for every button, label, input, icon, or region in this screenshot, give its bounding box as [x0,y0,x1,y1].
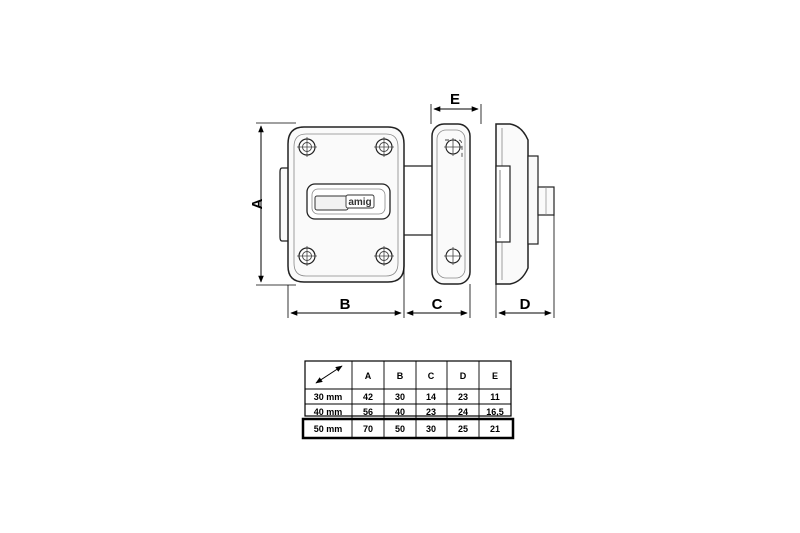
table-row-highlighted: 50 mm 70 50 30 25 21 [314,424,500,434]
screw-hole-top-left [297,137,317,157]
screw-hole-top-right [374,137,394,157]
table-cell: 42 [363,392,373,402]
screw-hole-bottom-right [374,246,394,266]
table-cell: 23 [426,407,436,417]
table-cell: 30 [426,424,436,434]
table-header-a: A [365,371,372,381]
dimension-e: E [430,91,482,124]
table-row: 40 mm 56 40 23 24 16,5 [314,407,504,417]
table-cell: 16,5 [486,407,504,417]
highlighted-row-frame [301,417,515,440]
table-cell: 56 [363,407,373,417]
table-header-c: C [428,371,435,381]
dimension-e-label: E [450,91,460,108]
table-cell: 40 [395,407,405,417]
brand-logo-text: amig [348,197,371,208]
table-cell: 14 [426,392,436,402]
dimension-b: B [287,240,405,318]
table-row-size: 50 mm [314,424,343,434]
table-cell: 70 [363,424,373,434]
dimensions-table: A B C D E 30 mm 42 30 14 23 11 40 mm 56 … [301,360,515,440]
bolt-slot [306,183,391,220]
table-cell: 30 [395,392,405,402]
table-cell: 24 [458,407,468,417]
table-cell: 25 [458,424,468,434]
dimension-d: D [495,215,555,318]
table-cell: 21 [490,424,500,434]
table-cell: 23 [458,392,468,402]
table-cell: 11 [490,392,500,402]
dimension-a-label: A [249,198,266,209]
brand-logo: amig [345,194,375,209]
table-row-size: 30 mm [314,392,343,402]
dimension-c: C [406,284,471,318]
screw-hole-bottom-left [297,246,317,266]
dimension-d-label: D [520,296,531,313]
strike-screw-top [444,138,462,156]
side-view [495,123,555,285]
strike-plate [431,123,471,285]
table-header-e: E [492,371,498,381]
table-row: 30 mm 42 30 14 23 11 [314,392,500,402]
strike-screw-bottom [444,247,462,265]
double-arrow-icon [315,365,343,384]
table-row-size: 40 mm [314,407,343,417]
dimension-a: A [249,122,296,286]
table-header-d: D [460,371,467,381]
dimension-c-label: C [432,296,443,313]
table-cell: 50 [395,424,405,434]
dimension-b-label: B [340,296,351,313]
table-header-b: B [397,371,404,381]
